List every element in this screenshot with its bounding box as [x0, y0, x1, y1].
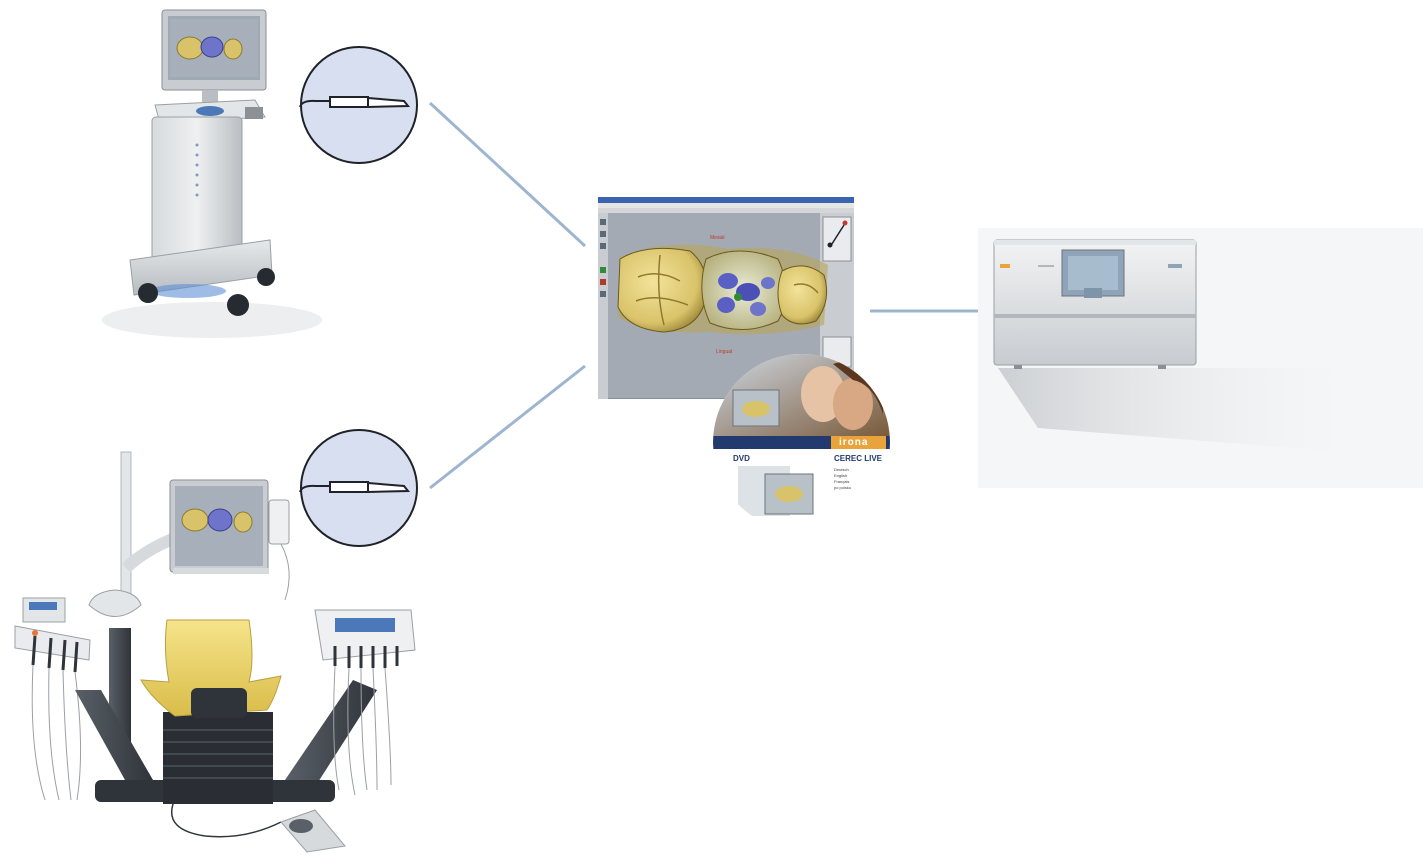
software-screen: Mesial Lingual [598, 197, 854, 399]
label-lingual: Lingual [716, 349, 733, 355]
dvd-language-item: Deutsch [834, 467, 849, 472]
dvd-language-item: po polsku [834, 485, 852, 490]
dvd-artwork [713, 354, 890, 516]
dvd-title: CEREC LIVE [834, 454, 883, 463]
tooth-right-icon [777, 265, 828, 325]
connector-top-camera-to-software [428, 101, 587, 248]
dvd-language-item: English [834, 473, 848, 478]
dvd-language-list: Deutsch English Français po polsku [834, 467, 851, 491]
tooth-center-icon [701, 250, 787, 331]
dvd-label: DVD [733, 454, 750, 463]
label-mesial: Mesial [710, 235, 725, 241]
camera-top [299, 46, 418, 164]
intraoral-camera-icon [299, 96, 411, 109]
dvd-brand: irona [839, 437, 869, 448]
software-screenshot [598, 197, 854, 399]
dental-treatment-center [14, 451, 416, 853]
camera-bottom [299, 429, 418, 547]
intraoral-camera-icon [299, 481, 411, 494]
acq-monitor-teeth-icon [176, 36, 243, 60]
dvd-language-item: Français [834, 479, 850, 484]
milling-unit [978, 228, 1423, 488]
acquisition-unit [102, 9, 322, 338]
milling-brand-logo [1000, 264, 1010, 268]
dvd-disc: irona DVD CEREC LIVE Deutsch English Fra… [713, 354, 890, 531]
chair-monitor [169, 479, 269, 574]
tooth-left-icon [617, 247, 708, 333]
connector-bottom-camera-to-software [429, 364, 586, 490]
